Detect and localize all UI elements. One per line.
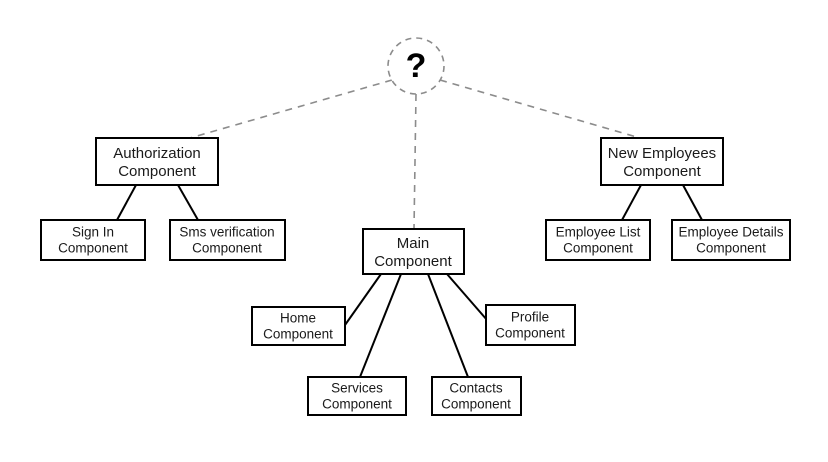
node-main[interactable]: Main Component — [362, 228, 465, 275]
edge-root-to-main — [413, 93, 417, 230]
node-new-employees[interactable]: New Employees Component — [600, 137, 724, 186]
node-sign-in-label-line1: Sign In — [72, 225, 114, 240]
node-authorization[interactable]: Authorization Component — [95, 137, 219, 186]
node-employee-list-label-line1: Employee List — [556, 225, 641, 240]
node-authorization-label-line2: Component — [118, 163, 196, 180]
edge-group — [116, 79, 703, 378]
node-contacts-label-line1: Contacts — [449, 381, 503, 396]
node-sms-verification-label-line1: Sms verification — [179, 225, 274, 240]
node-services-box — [307, 376, 407, 416]
node-employee-details[interactable]: Employee Details Component — [671, 219, 791, 261]
node-new-employees-box — [600, 137, 724, 186]
node-profile[interactable]: Profile Component — [485, 304, 576, 346]
node-main-box — [362, 228, 465, 275]
node-employee-list-box — [545, 219, 651, 261]
question-mark-icon: ? — [406, 47, 427, 85]
node-authorization-box — [95, 137, 219, 186]
edge-root-to-new-employees — [439, 79, 641, 139]
node-services-label-line2: Component — [322, 397, 392, 412]
node-employee-details-label-line1: Employee Details — [678, 225, 783, 240]
node-new-employees-label-line2: Component — [623, 163, 701, 180]
node-home-label-line2: Component — [263, 327, 333, 342]
node-contacts-label-line2: Component — [441, 397, 511, 412]
node-profile-box — [485, 304, 576, 346]
node-employee-list-label-line2: Component — [563, 241, 633, 256]
root-dashed-circle — [387, 37, 445, 95]
node-sign-in[interactable]: Sign In Component — [40, 219, 146, 261]
node-home-label-line1: Home — [280, 311, 316, 326]
node-home-box — [251, 306, 346, 346]
node-home[interactable]: Home Component — [251, 306, 346, 346]
edge-authorization-to-sign-in — [116, 184, 137, 221]
node-sms-verification-label-line2: Component — [192, 241, 262, 256]
edge-new-employees-to-employee-list — [621, 184, 642, 221]
node-authorization-label-line1: Authorization — [113, 145, 201, 162]
node-sms-verification[interactable]: Sms verification Component — [169, 219, 286, 261]
edge-new-employees-to-employee-details — [682, 184, 703, 221]
edge-main-to-home — [344, 273, 382, 326]
node-profile-label-line2: Component — [495, 326, 565, 341]
node-employee-details-box — [671, 219, 791, 261]
edge-main-to-services — [359, 273, 402, 378]
node-services-label-line1: Services — [331, 381, 383, 396]
node-services[interactable]: Services Component — [307, 376, 407, 416]
node-sign-in-label-line2: Component — [58, 241, 128, 256]
root-node-unknown[interactable]: ? — [387, 37, 445, 95]
node-main-label-line2: Component — [374, 253, 452, 270]
node-contacts[interactable]: Contacts Component — [431, 376, 522, 416]
node-employee-details-label-line2: Component — [696, 241, 766, 256]
node-contacts-box — [431, 376, 522, 416]
node-main-label-line1: Main — [397, 235, 430, 252]
edge-root-to-authorization — [189, 79, 393, 139]
node-sms-verification-box — [169, 219, 286, 261]
node-new-employees-label-line1: New Employees — [608, 145, 716, 162]
edge-main-to-profile — [446, 273, 488, 321]
edge-authorization-to-sms-verification — [177, 184, 199, 221]
node-employee-list[interactable]: Employee List Component — [545, 219, 651, 261]
node-sign-in-box — [40, 219, 146, 261]
edge-main-to-contacts — [427, 273, 469, 378]
node-profile-label-line1: Profile — [511, 310, 549, 325]
